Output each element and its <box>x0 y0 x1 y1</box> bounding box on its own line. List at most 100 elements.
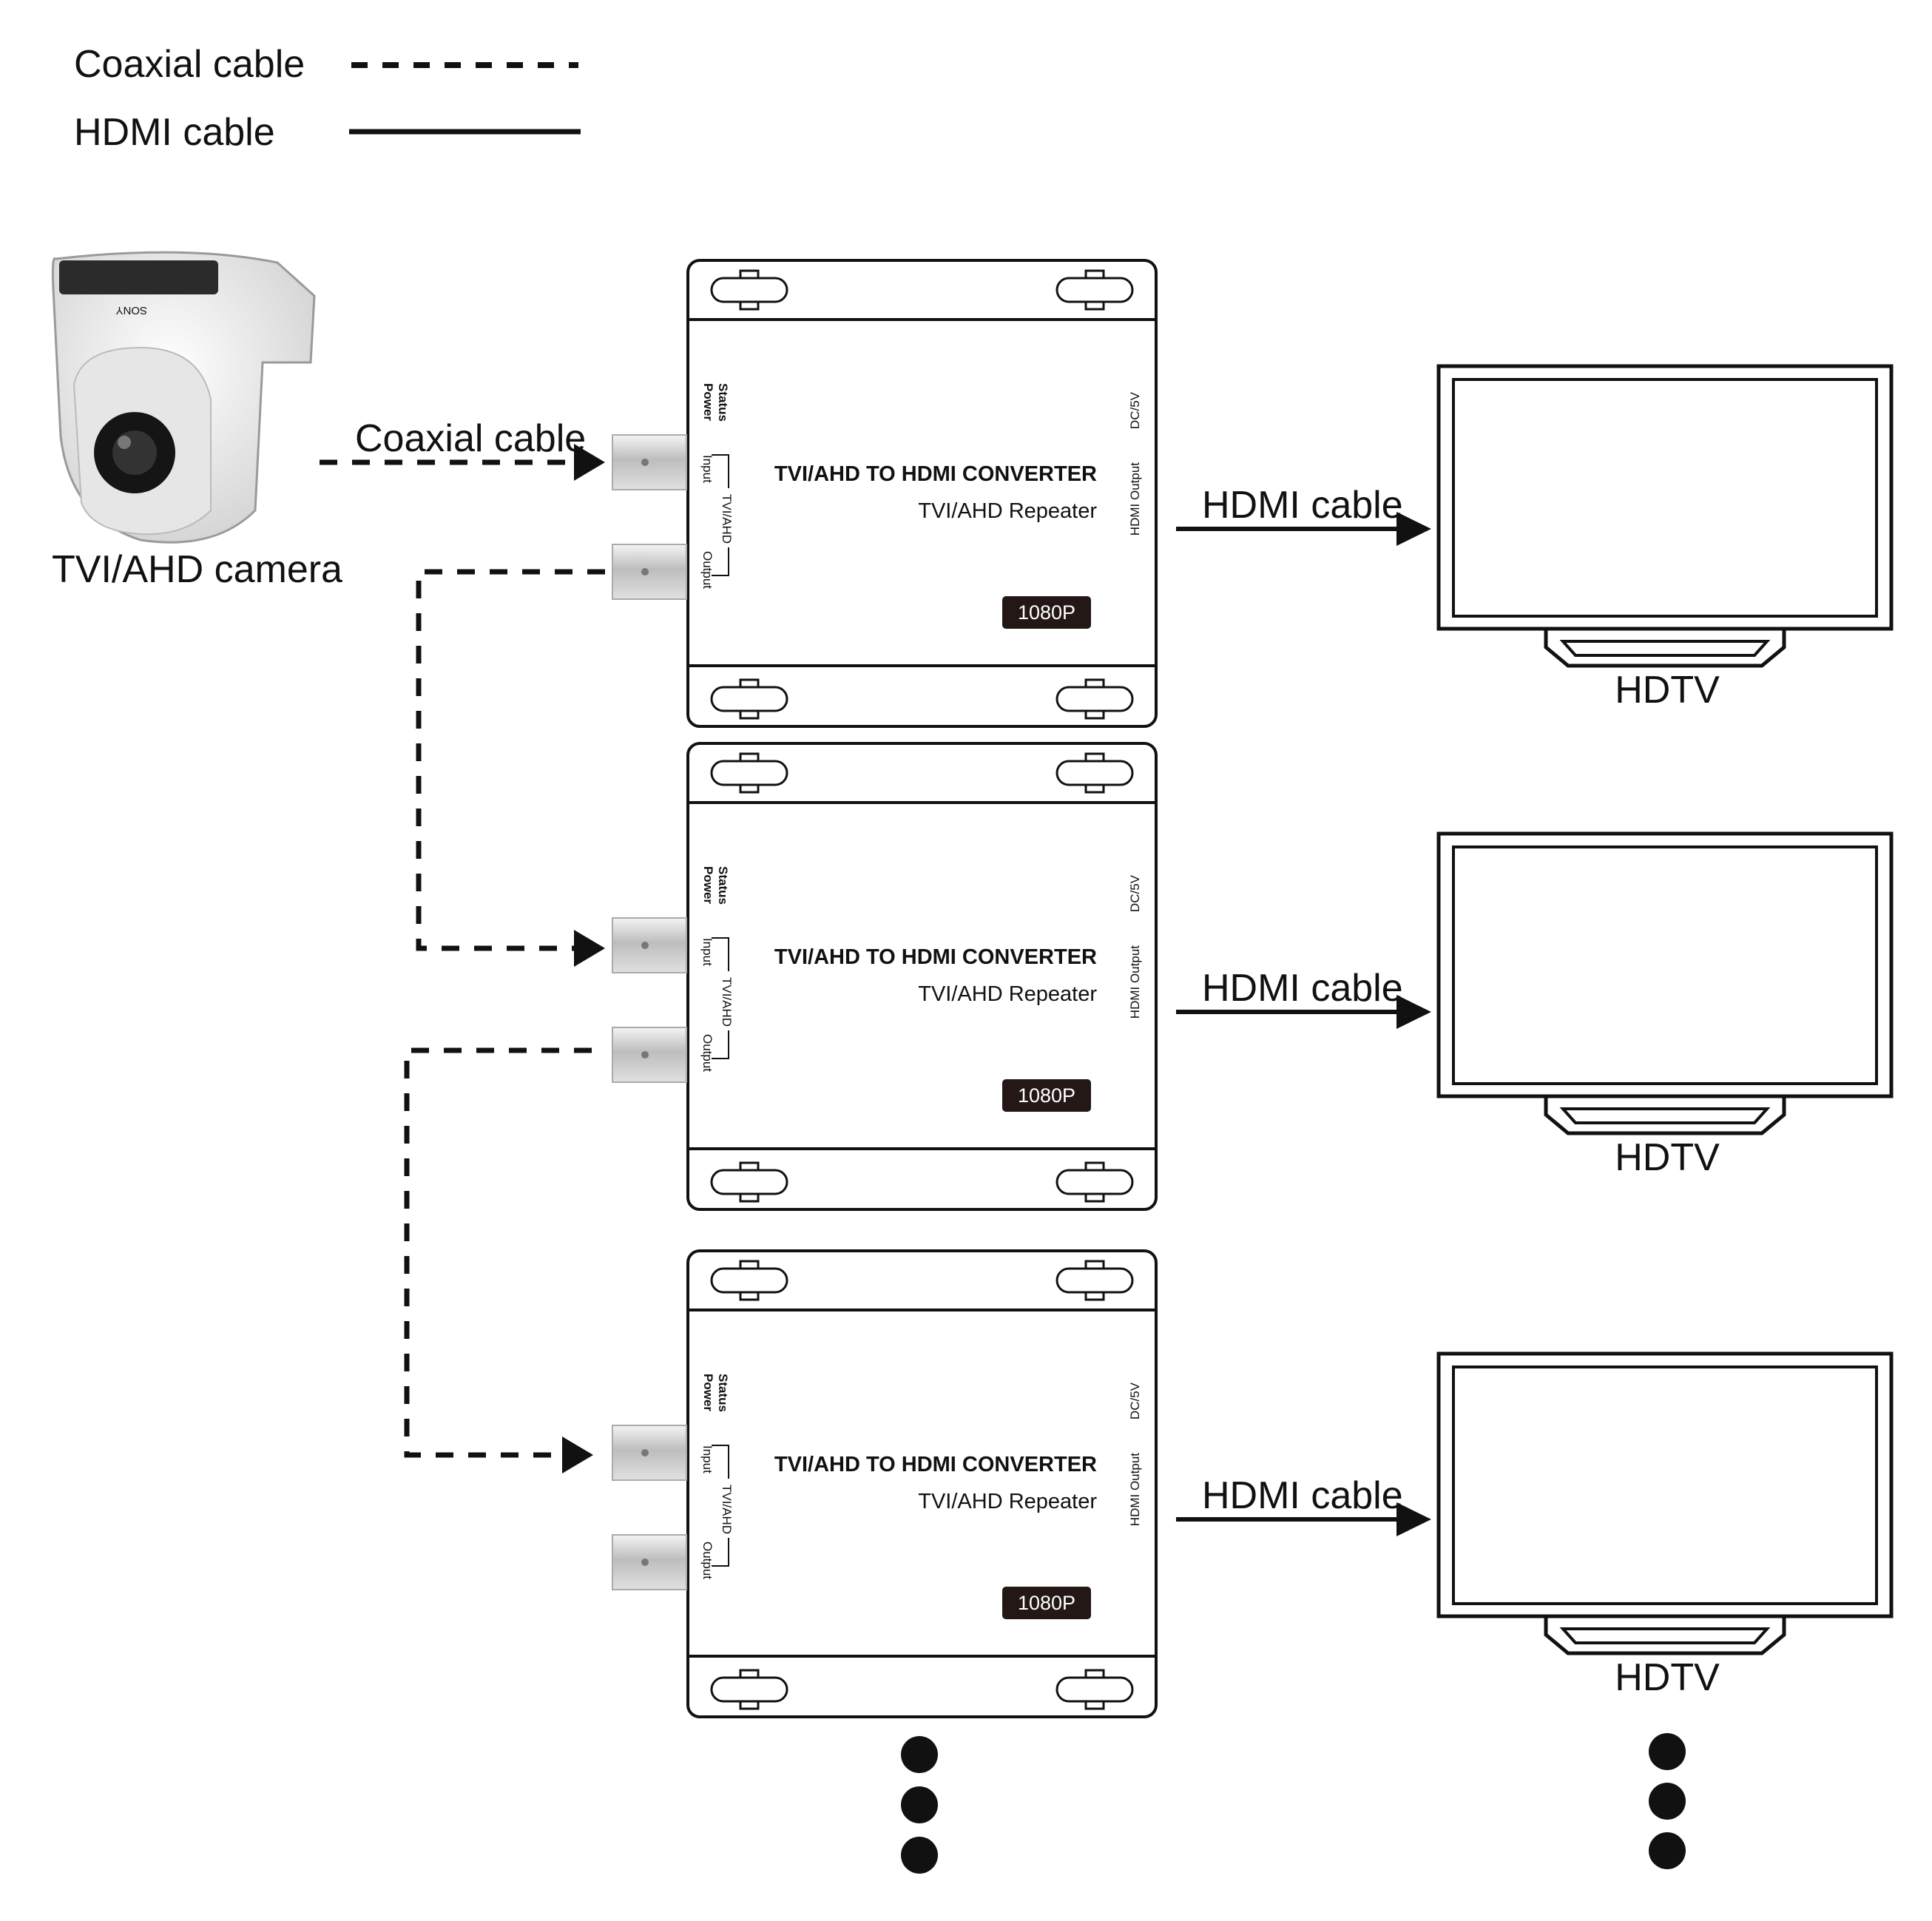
converter-subtitle: TVI/AHD Repeater <box>918 499 1097 523</box>
mounting-slot-notch <box>739 711 760 720</box>
resolution-badge <box>1002 1079 1091 1112</box>
hdmi-cable-label: HDMI cable <box>1202 484 1403 527</box>
continuation-dot <box>901 1786 938 1823</box>
continuation-dots-right <box>1649 1733 1686 1869</box>
converter-title: TVI/AHD TO HDMI CONVERTER <box>774 1453 1097 1476</box>
port-group-label: TVI/AHD <box>720 1485 734 1534</box>
power-led-label: Power <box>701 866 715 904</box>
hdmi-connection: HDMI cable <box>1176 1474 1431 1536</box>
tv-icon <box>1436 1351 1894 1655</box>
mounting-slot-notch <box>739 1260 760 1269</box>
output-port-label: Output <box>700 551 715 589</box>
output-port-label: Output <box>700 1542 715 1579</box>
converter-subtitle: TVI/AHD Repeater <box>918 982 1097 1006</box>
port-group-bracket <box>712 454 729 576</box>
continuation-dot <box>1649 1783 1686 1820</box>
resolution-badge <box>1002 596 1091 629</box>
port-group-bracket <box>712 937 729 1059</box>
coax-connections <box>320 459 605 1458</box>
bnc-output-port[interactable] <box>612 1027 687 1083</box>
mounting-slot <box>1055 760 1134 786</box>
mounting-slot-notch <box>1084 752 1105 761</box>
camera-label: TVI/AHD camera <box>52 548 342 591</box>
mounting-slot <box>1055 1169 1134 1195</box>
coax-line-unit-2-to-unit-3 <box>404 1047 592 1458</box>
camera-cable-label: Coaxial cable <box>355 417 586 460</box>
status-led-label: Status <box>716 866 730 905</box>
mounting-slot <box>1055 1676 1134 1703</box>
hdmi-cable-label: HDMI cable <box>1202 967 1403 1010</box>
mounting-slot-notch <box>739 269 760 278</box>
port-group-bracket <box>712 1445 729 1567</box>
mounting-slot-notch <box>739 785 760 794</box>
dc-input-label: DC/5V <box>1128 391 1142 429</box>
mounting-slot-notch <box>739 302 760 311</box>
hdmi-output-label: HDMI Output <box>1128 945 1142 1019</box>
status-led-label: Status <box>716 383 730 422</box>
output-port-label: Output <box>700 1034 715 1072</box>
bnc-output-port[interactable] <box>612 544 687 600</box>
tv-icon <box>1436 364 1894 668</box>
coax-arrow-3 <box>562 1436 593 1473</box>
mounting-slot-notch <box>1084 678 1105 687</box>
mounting-slot-notch <box>1084 1669 1105 1678</box>
mounting-slot-notch <box>1084 1194 1105 1203</box>
continuation-dot <box>901 1736 938 1773</box>
bnc-input-port[interactable] <box>612 917 687 973</box>
hdmi-cable-label: HDMI cable <box>1202 1474 1403 1517</box>
mounting-slot-notch <box>1084 1161 1105 1170</box>
hdmi-output-label: HDMI Output <box>1128 462 1142 536</box>
resolution-badge <box>1002 1587 1091 1619</box>
continuation-dots-left <box>901 1736 938 1874</box>
coax-arrowheads <box>562 444 605 1473</box>
port-group-label: TVI/AHD <box>720 977 734 1027</box>
continuation-dot <box>901 1837 938 1874</box>
mounting-slot-notch <box>739 678 760 687</box>
mounting-slot-notch <box>739 1701 760 1710</box>
hdtv-1: HDTV <box>1436 364 1894 712</box>
port-group-label: TVI/AHD <box>720 494 734 544</box>
resolution-badge-label: 1080P <box>1018 1592 1075 1614</box>
dc-input-label: DC/5V <box>1128 1382 1142 1419</box>
mounting-slot <box>710 277 788 303</box>
input-port-label: Input <box>700 1445 715 1473</box>
converter-title: TVI/AHD TO HDMI CONVERTER <box>774 462 1097 486</box>
legend-coax-label: Coaxial cable <box>74 43 305 86</box>
mounting-slot <box>1055 1267 1134 1294</box>
coax-line-unit-1-to-unit-2 <box>416 569 605 951</box>
mounting-slot <box>710 1267 788 1294</box>
hdtv-label: HDTV <box>1615 669 1720 712</box>
resolution-badge-label: 1080P <box>1018 1084 1075 1107</box>
bnc-input-port[interactable] <box>612 434 687 490</box>
mounting-slot <box>710 686 788 712</box>
status-led-label: Status <box>716 1374 730 1412</box>
mounting-slot <box>710 1676 788 1703</box>
coax-arrow-2 <box>574 930 605 967</box>
hdmi-output-label: HDMI Output <box>1128 1453 1142 1526</box>
mounting-slot-notch <box>739 1669 760 1678</box>
hdtv-2: HDTV <box>1436 831 1894 1179</box>
hdtv-label: HDTV <box>1615 1656 1720 1699</box>
power-led-label: Power <box>701 1374 715 1411</box>
mounting-slot <box>710 1169 788 1195</box>
input-port-label: Input <box>700 938 715 966</box>
mounting-slot-notch <box>1084 1701 1105 1710</box>
power-led-label: Power <box>701 383 715 421</box>
mounting-slot-notch <box>1084 1260 1105 1269</box>
mounting-slot-notch <box>1084 711 1105 720</box>
bnc-output-port[interactable] <box>612 1534 687 1590</box>
mounting-slot-notch <box>739 1194 760 1203</box>
camera-brand: SONY <box>115 304 147 317</box>
mounting-slot <box>1055 277 1134 303</box>
hdtv-3: HDTV <box>1436 1351 1894 1699</box>
bnc-input-port[interactable] <box>612 1425 687 1481</box>
mounting-slot <box>710 760 788 786</box>
